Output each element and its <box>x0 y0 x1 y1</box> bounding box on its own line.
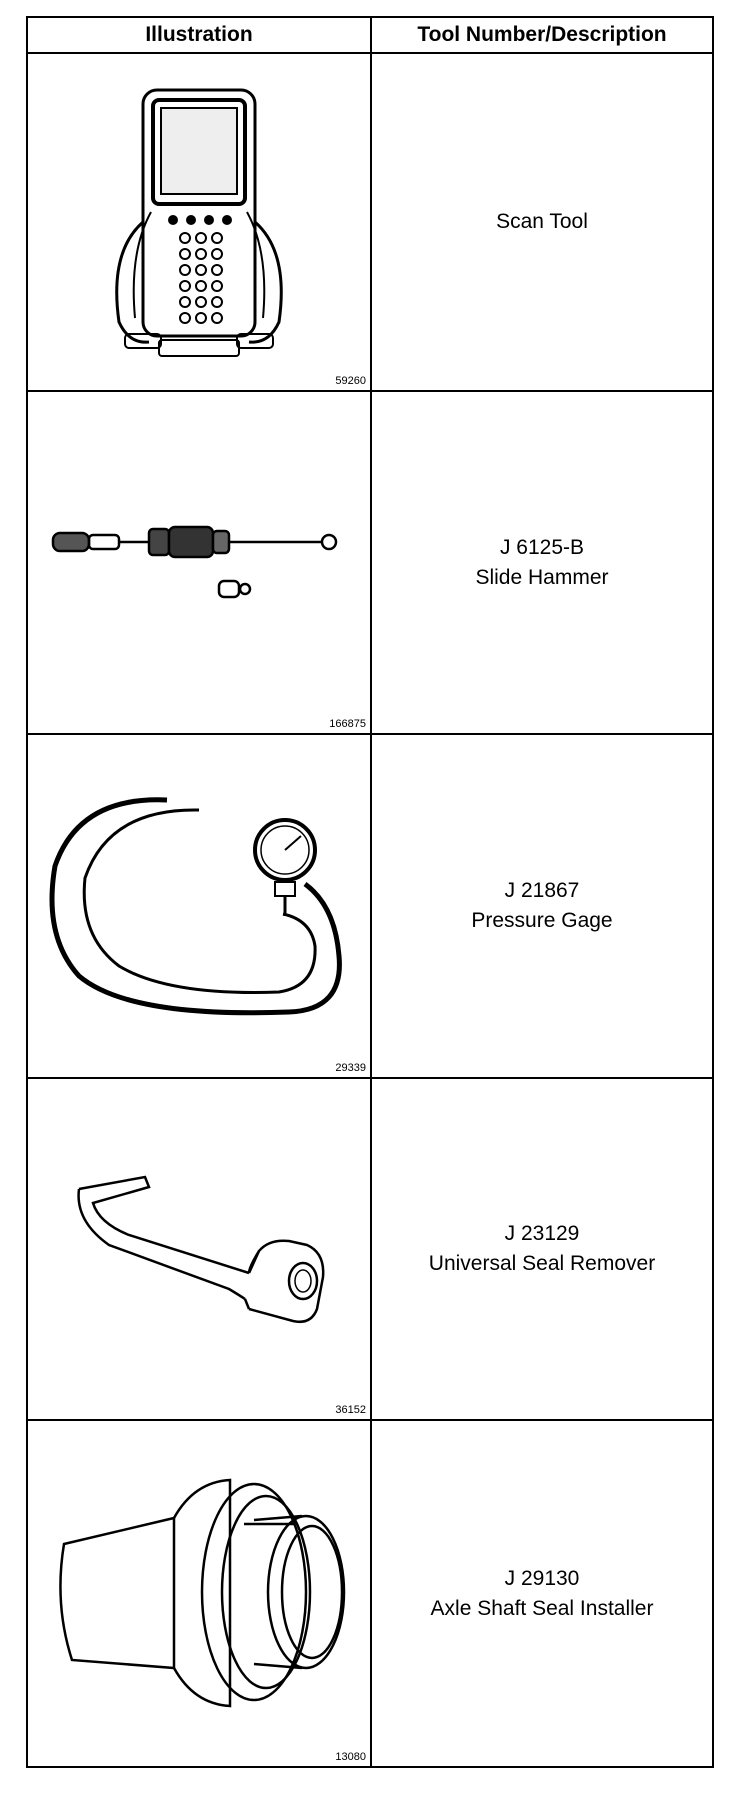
tool-number: J 6125-B <box>499 535 585 559</box>
illustration-cell: 59260 <box>26 52 372 392</box>
table-row: 13080 J 29130 Axle Shaft Seal Installer <box>26 1419 714 1768</box>
illustration-cell: 166875 <box>26 390 372 735</box>
scan-tool-icon <box>115 88 283 357</box>
tool-description: Slide Hammer <box>475 565 609 589</box>
figure-number: 29339 <box>335 1062 366 1074</box>
table-row: 36152 J 23129 Universal Seal Remover <box>26 1077 714 1421</box>
tool-description-cell: J 6125-B Slide Hammer <box>370 390 714 735</box>
table-row: 166875 J 6125-B Slide Hammer <box>26 390 714 735</box>
illustration-cell: 29339 <box>26 733 372 1079</box>
tool-description-cell: J 23129 Universal Seal Remover <box>370 1077 714 1421</box>
header-tool-number-description: Tool Number/Description <box>370 16 714 54</box>
tool-description-cell: Scan Tool <box>370 52 714 392</box>
tool-description-cell: J 29130 Axle Shaft Seal Installer <box>370 1419 714 1768</box>
tool-number: J 23129 <box>504 1222 580 1245</box>
seal-remover-icon <box>77 1175 325 1323</box>
table-row: 29339 J 21867 Pressure Gage <box>26 733 714 1079</box>
special-tools-table: Illustration Tool Number/Description <box>26 16 714 1768</box>
header-row: Illustration Tool Number/Description <box>26 16 714 54</box>
tool-description: Universal Seal Remover <box>428 1252 656 1275</box>
tool-description: Axle Shaft Seal Installer <box>430 1596 654 1620</box>
figure-number: 59260 <box>335 375 366 387</box>
slide-hammer-icon <box>51 525 338 598</box>
figure-number: 166875 <box>329 718 366 730</box>
tool-number: J 29130 <box>504 1566 580 1590</box>
tool-number: J 21867 <box>504 879 580 902</box>
figure-number: 13080 <box>335 1751 366 1763</box>
tool-description: Pressure Gage <box>471 909 613 932</box>
seal-installer-icon <box>59 1478 346 1707</box>
tool-description-cell: J 21867 Pressure Gage <box>370 733 714 1079</box>
table-row: 59260 Scan Tool <box>26 52 714 392</box>
illustration-cell: 13080 <box>26 1419 372 1768</box>
header-illustration: Illustration <box>26 16 372 54</box>
pressure-gage-icon <box>49 797 342 1016</box>
tool-description: Scan Tool <box>496 210 588 233</box>
illustration-cell: 36152 <box>26 1077 372 1421</box>
figure-number: 36152 <box>335 1404 366 1416</box>
